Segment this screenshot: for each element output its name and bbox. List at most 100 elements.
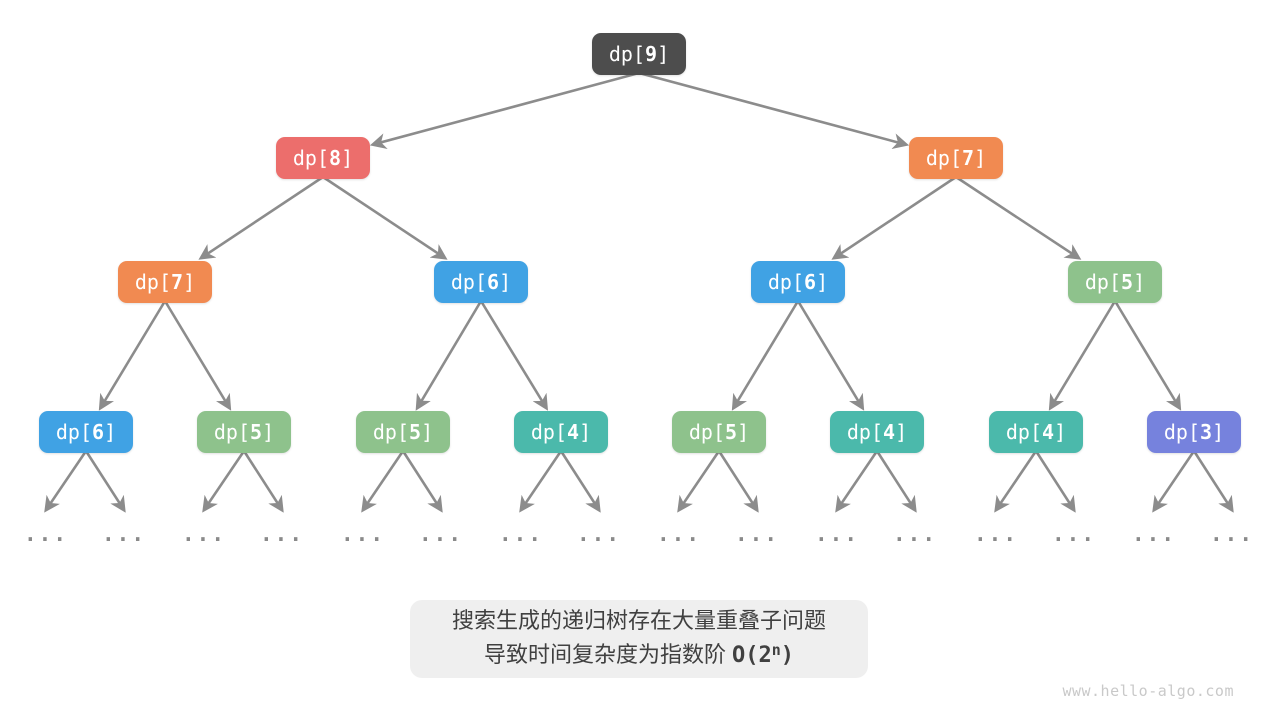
ellipsis: ... bbox=[893, 521, 937, 546]
node-label-prefix: dp[ bbox=[450, 270, 488, 294]
node-label-suffix: ] bbox=[1054, 420, 1067, 444]
tree-edge bbox=[559, 450, 601, 513]
tree-edge bbox=[401, 450, 443, 513]
tree-edge bbox=[1034, 450, 1076, 513]
node-label-prefix: dp[ bbox=[688, 420, 726, 444]
node-label-prefix: dp[ bbox=[846, 420, 884, 444]
tree-edge bbox=[796, 300, 865, 411]
tree-node-dp7: dp[7] bbox=[909, 137, 1003, 179]
node-label-prefix: dp[ bbox=[1084, 270, 1122, 294]
node-label-suffix: ] bbox=[974, 146, 987, 170]
ellipsis: ... bbox=[657, 521, 701, 546]
node-label-value: 5 bbox=[250, 420, 263, 444]
tree-node-dp6: dp[6] bbox=[751, 261, 845, 303]
ellipsis: ... bbox=[182, 521, 226, 546]
node-label-prefix: dp[ bbox=[213, 420, 251, 444]
node-label-prefix: dp[ bbox=[608, 42, 646, 66]
node-label-suffix: ] bbox=[657, 42, 670, 66]
tree-node-dp9: dp[9] bbox=[592, 33, 686, 75]
node-label-prefix: dp[ bbox=[292, 146, 330, 170]
tree-edge bbox=[202, 450, 246, 513]
node-label-value: 9 bbox=[645, 42, 658, 66]
ellipsis: ... bbox=[1132, 521, 1176, 546]
ellipsis: ... bbox=[577, 521, 621, 546]
node-label-value: 6 bbox=[92, 420, 105, 444]
tree-edge bbox=[1152, 450, 1196, 513]
tree-edge bbox=[677, 450, 721, 513]
watermark: www.hello-algo.com bbox=[1062, 682, 1234, 700]
formula-base: O(2 bbox=[731, 643, 772, 668]
tree-edge bbox=[361, 450, 405, 513]
caption-line-1: 搜索生成的递归树存在大量重叠子问题 bbox=[451, 609, 826, 635]
tree-node-dp8: dp[8] bbox=[276, 137, 370, 179]
node-label-value: 5 bbox=[1121, 270, 1134, 294]
tree-node-dp5: dp[5] bbox=[1068, 261, 1162, 303]
node-label-suffix: ] bbox=[579, 420, 592, 444]
node-label-suffix: ] bbox=[499, 270, 512, 294]
ellipsis: ... bbox=[102, 521, 146, 546]
tree-node-dp3: dp[3] bbox=[1147, 411, 1241, 453]
node-label-suffix: ] bbox=[262, 420, 275, 444]
ellipsis: ... bbox=[499, 521, 543, 546]
tree-edge bbox=[835, 450, 879, 513]
tree-edge bbox=[98, 300, 167, 411]
tree-node-dp5: dp[5] bbox=[197, 411, 291, 453]
tree-edge bbox=[163, 300, 232, 411]
tree-edge bbox=[84, 450, 126, 513]
node-label-suffix: ] bbox=[1133, 270, 1146, 294]
node-label-value: 4 bbox=[567, 420, 580, 444]
tree-edge bbox=[415, 300, 483, 411]
tree-edge bbox=[955, 175, 1082, 260]
tree-edge bbox=[831, 175, 957, 260]
ellipsis: ... bbox=[815, 521, 859, 546]
node-label-value: 5 bbox=[409, 420, 422, 444]
tree-node-dp4: dp[4] bbox=[830, 411, 924, 453]
node-label-value: 6 bbox=[487, 270, 500, 294]
tree-node-dp4: dp[4] bbox=[514, 411, 608, 453]
formula-close: ) bbox=[780, 643, 795, 668]
node-label-value: 3 bbox=[1200, 420, 1213, 444]
node-label-suffix: ] bbox=[421, 420, 434, 444]
ellipsis: ... bbox=[419, 521, 463, 546]
tree-edge bbox=[322, 175, 448, 260]
tree-edge bbox=[519, 450, 563, 513]
node-label-suffix: ] bbox=[183, 270, 196, 294]
node-label-prefix: dp[ bbox=[134, 270, 172, 294]
tree-node-dp5: dp[5] bbox=[672, 411, 766, 453]
tree-edge bbox=[44, 450, 88, 513]
caption-line-2-text: 导致时间复杂度为指数阶 bbox=[483, 643, 726, 668]
tree-edge bbox=[479, 300, 549, 411]
tree-node-dp4: dp[4] bbox=[989, 411, 1083, 453]
tree-edge bbox=[198, 175, 324, 260]
formula-exponent: n bbox=[771, 641, 781, 659]
node-label-suffix: ] bbox=[816, 270, 829, 294]
tree-node-dp5: dp[5] bbox=[356, 411, 450, 453]
tree-node-dp6: dp[6] bbox=[434, 261, 528, 303]
ellipsis: ... bbox=[1210, 521, 1254, 546]
tree-node-dp7: dp[7] bbox=[118, 261, 212, 303]
node-label-suffix: ] bbox=[341, 146, 354, 170]
ellipsis: ... bbox=[974, 521, 1018, 546]
node-label-prefix: dp[ bbox=[1163, 420, 1201, 444]
complexity-formula: O(2n) bbox=[731, 641, 795, 668]
tree-edge bbox=[875, 450, 917, 513]
node-label-prefix: dp[ bbox=[372, 420, 410, 444]
ellipsis: ... bbox=[735, 521, 779, 546]
node-label-value: 6 bbox=[804, 270, 817, 294]
ellipsis: ... bbox=[341, 521, 385, 546]
node-label-prefix: dp[ bbox=[767, 270, 805, 294]
node-label-suffix: ] bbox=[104, 420, 117, 444]
ellipsis: ... bbox=[24, 521, 68, 546]
node-label-value: 4 bbox=[883, 420, 896, 444]
ellipsis: ... bbox=[1052, 521, 1096, 546]
node-label-value: 7 bbox=[962, 146, 975, 170]
tree-edge bbox=[242, 450, 284, 513]
node-label-prefix: dp[ bbox=[530, 420, 568, 444]
node-label-value: 7 bbox=[171, 270, 184, 294]
node-label-suffix: ] bbox=[895, 420, 908, 444]
tree-edge bbox=[638, 71, 910, 150]
